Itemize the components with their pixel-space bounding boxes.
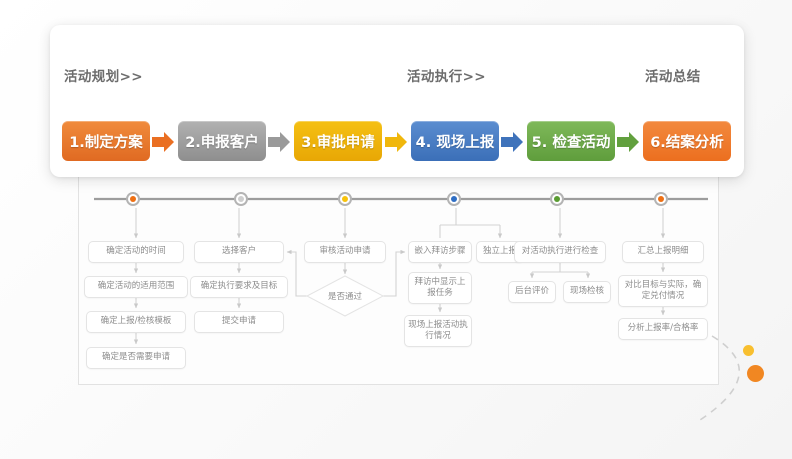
flow-node-n7[interactable]: 提交申请 [194,311,284,333]
phase-label-1: 活动规划>> [64,69,144,85]
timeline-dot-core [451,196,457,202]
step-button-2[interactable]: 2.申报客户 [178,121,266,161]
decorative-dot-1 [743,345,754,356]
step-arrow-3 [385,132,407,152]
flow-node-n14[interactable]: 对活动执行进行检查 [514,241,606,263]
timeline-dot-5[interactable] [550,192,564,206]
timeline-dot-core [658,196,664,202]
flow-node-n19[interactable]: 分析上报率/合格率 [618,318,708,340]
timeline-dot-core [554,196,560,202]
flow-node-n12[interactable]: 拜访中显示上报任务 [408,272,472,304]
flow-node-n15[interactable]: 后台评价 [508,281,556,303]
timeline-dot-core [238,196,244,202]
timeline-dot-4[interactable] [447,192,461,206]
process-banner-card: 活动规划>> 活动执行>> 活动总结 1.制定方案 2.申报客户 3.审批申请 4. 现场… [50,25,744,177]
flow-node-n5[interactable]: 选择客户 [194,241,284,263]
flow-node-n8[interactable]: 审核活动申请 [304,241,386,263]
flow-node-n16[interactable]: 现场检核 [563,281,611,303]
step-arrow-1 [152,132,174,152]
step-button-6[interactable]: 6.结案分析 [643,121,731,161]
phase-label-2: 活动执行>> [407,69,487,85]
timeline-dot-6[interactable] [654,192,668,206]
step-arrow-5 [617,132,639,152]
flow-node-n17[interactable]: 汇总上报明细 [622,241,704,263]
step-arrow-4 [501,132,523,152]
flow-node-n2[interactable]: 确定活动的适用范围 [84,276,188,298]
timeline-dot-core [130,196,136,202]
timeline-dot-core [342,196,348,202]
flow-node-n10[interactable]: 嵌入拜访步骤 [408,241,472,263]
step-button-3[interactable]: 3.审批申请 [294,121,382,161]
step-arrow-group [152,132,639,152]
decorative-dot-2 [747,365,764,382]
flow-node-n1[interactable]: 确定活动的时间 [88,241,184,263]
step-arrow-2 [268,132,290,152]
flow-node-n6[interactable]: 确定执行要求及目标 [190,276,288,298]
step-button-5[interactable]: 5. 检查活动 [527,121,615,161]
timeline-dot-2[interactable] [234,192,248,206]
flow-node-n18[interactable]: 对比目标与实际，确定兑付情况 [618,275,708,307]
flow-node-n3[interactable]: 确定上报/检核模板 [86,311,186,333]
flow-node-n13[interactable]: 现场上报活动执行情况 [404,315,472,347]
step-button-4[interactable]: 4. 现场上报 [411,121,499,161]
timeline-dot-3[interactable] [338,192,352,206]
step-button-1[interactable]: 1.制定方案 [62,121,150,161]
timeline-dot-1[interactable] [126,192,140,206]
flow-node-n4[interactable]: 确定是否需要申请 [86,347,186,369]
phase-label-3: 活动总结 [645,69,701,85]
